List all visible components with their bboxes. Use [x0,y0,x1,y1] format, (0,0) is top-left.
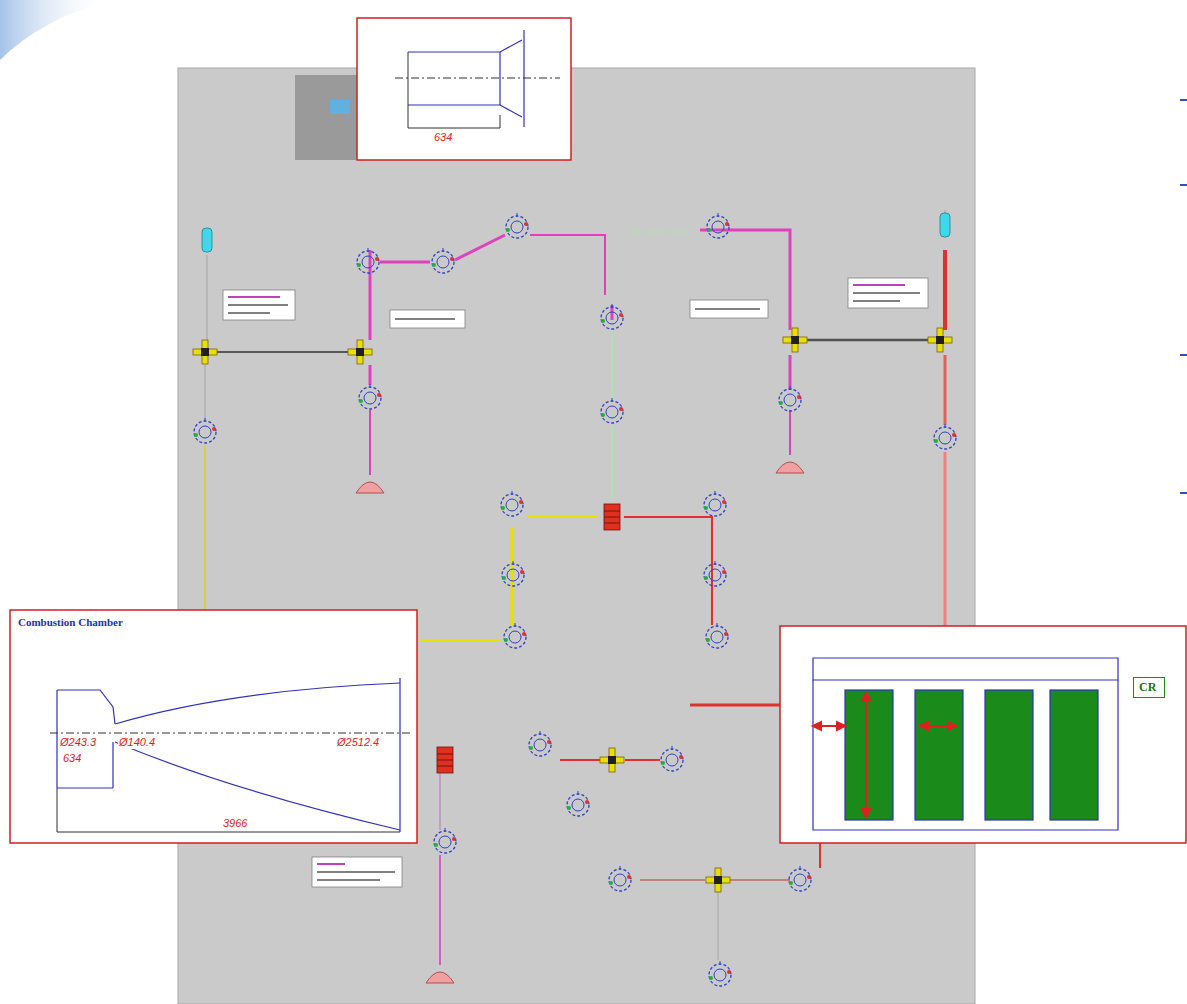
tag-text: CR [1139,680,1159,694]
dimension-label: 634 [433,131,453,144]
dimension-label: 634 [62,752,82,765]
dimension-label: Ø2512.4 [336,736,380,749]
dimension-label: Ø140.4 [118,736,156,749]
dimension-label: 3966 [222,817,248,830]
tag-box: CR [1133,677,1165,698]
dimension-label: Ø243.3 [59,736,97,749]
inset-title: Combustion Chamber [18,616,409,629]
inset-panel: Combustion Chamber [12,612,415,841]
